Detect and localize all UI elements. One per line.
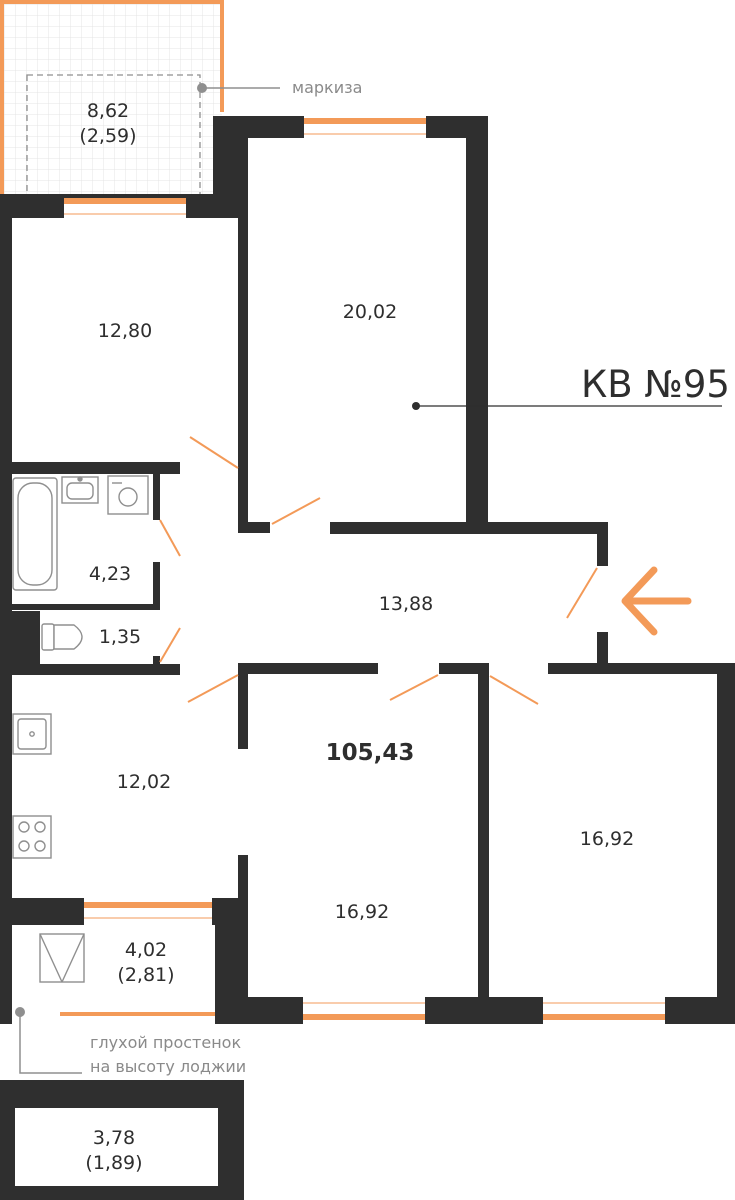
washing-machine-icon <box>107 475 149 515</box>
awning-label: маркиза <box>292 78 362 97</box>
fixtures <box>12 475 149 983</box>
blind-wall-marker-dot <box>15 1007 25 1017</box>
balcony-top <box>0 0 224 196</box>
apartment-number: КВ №95 <box>581 363 730 406</box>
balcony-top-reduced-area: (2,59) <box>79 125 136 147</box>
toilet-icon <box>41 623 83 651</box>
awning-marker-dot <box>197 83 207 93</box>
bedroom-top-left-area: 12,80 <box>98 320 152 342</box>
blind-wall-label-line2: на высоту лоджии <box>90 1057 246 1076</box>
window-balcony <box>64 198 186 218</box>
stove-icon <box>12 815 52 859</box>
entrance-arrow-icon <box>621 566 692 636</box>
bedroom-right-area: 16,92 <box>580 828 634 850</box>
apartment-marker-dot <box>412 402 420 410</box>
bathroom-area: 4,23 <box>89 563 131 585</box>
storage-interior <box>15 1108 218 1186</box>
storage-area: 3,78 <box>93 1127 135 1149</box>
ventilation-shaft-icon <box>39 933 85 983</box>
window-kitchen <box>84 898 212 925</box>
kitchen-sink-icon <box>12 713 52 755</box>
balcony-railing <box>0 0 224 194</box>
loggia-area: 4,02 <box>125 939 167 961</box>
window-living-room <box>304 116 426 138</box>
kitchen-area: 12,02 <box>117 771 171 793</box>
door-swings <box>159 436 598 705</box>
hallway-area: 13,88 <box>379 593 433 615</box>
walls <box>0 116 735 1200</box>
living-room-area: 20,02 <box>343 301 397 323</box>
storage-reduced-area: (1,89) <box>85 1152 142 1174</box>
blind-wall-label-line1: глухой простенок <box>90 1033 241 1052</box>
windows <box>60 116 665 1024</box>
total-area: 105,43 <box>326 740 415 766</box>
window-bedroom-right <box>543 997 665 1024</box>
bathtub-icon <box>12 477 58 591</box>
leaders <box>19 87 280 1074</box>
awning-outline <box>26 74 201 196</box>
loggia-reduced-area: (2,81) <box>117 964 174 986</box>
sink-icon <box>61 476 99 504</box>
balcony-top-area: 8,62 <box>87 100 129 122</box>
bedroom-middle-area: 16,92 <box>335 901 389 923</box>
balcony-tiles <box>4 4 222 194</box>
window-bedroom-middle <box>303 997 425 1024</box>
toilet-area: 1,35 <box>99 626 141 648</box>
